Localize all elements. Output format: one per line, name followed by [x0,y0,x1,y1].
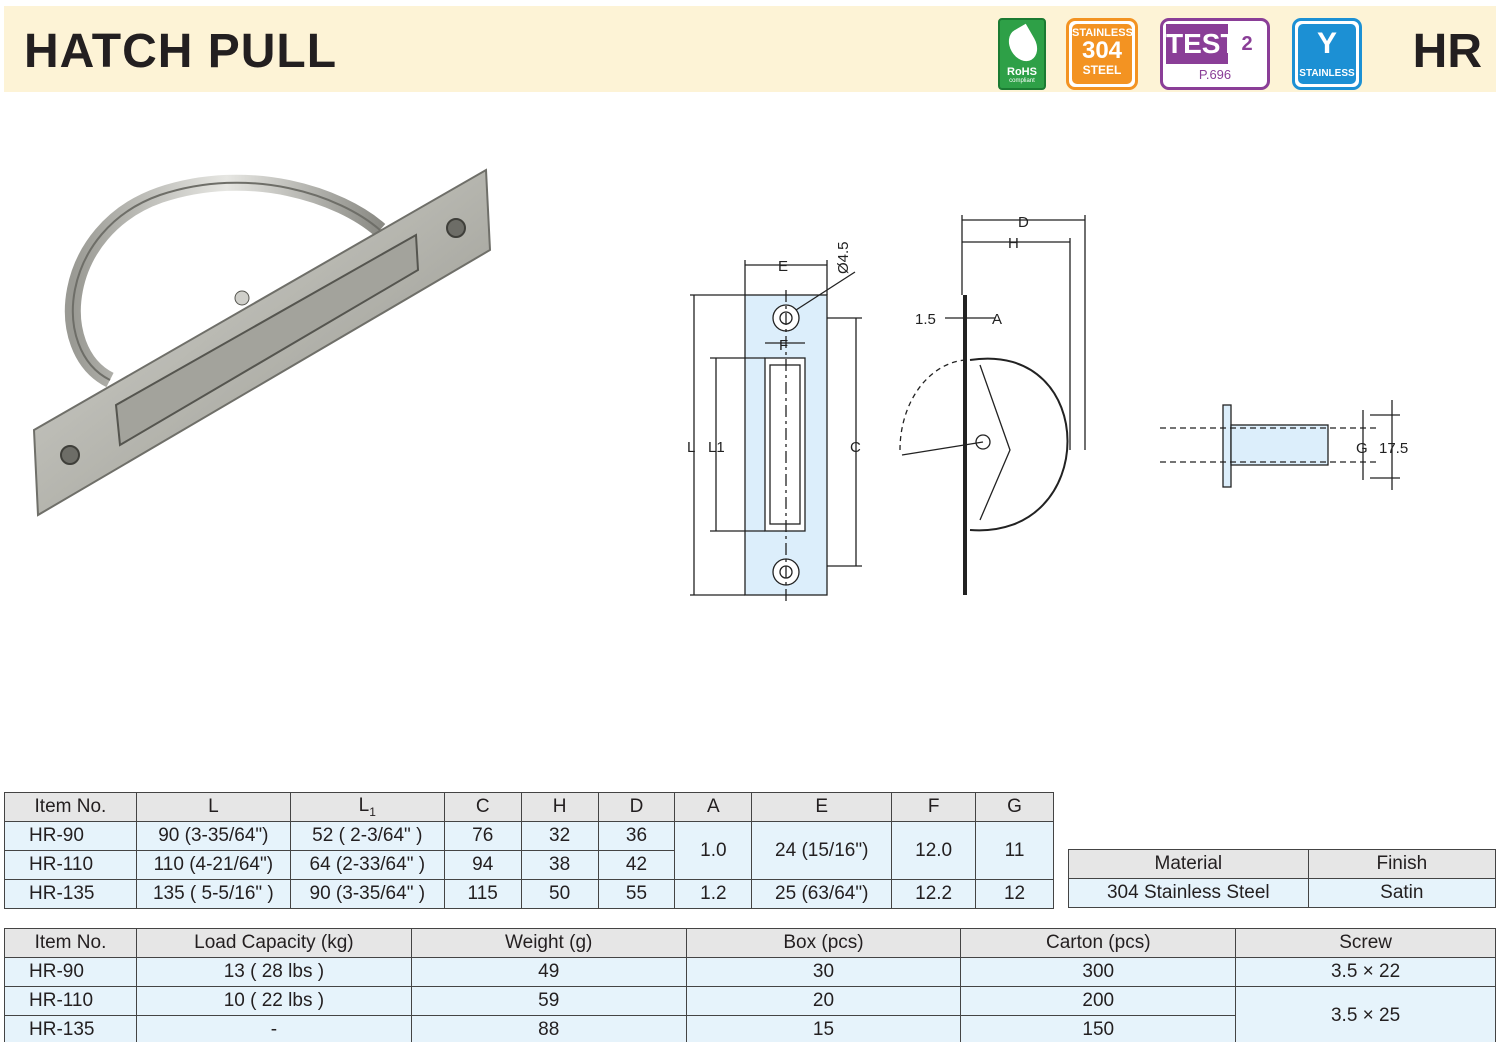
dim-label-width: 17.5 [1379,440,1408,457]
col-box: Box (pcs) [685,928,962,958]
screw-hole-bottom [60,445,80,465]
rohs-badge: RoHS compliant [998,18,1046,90]
col-l1: L1 [289,792,445,822]
table-row: HR-90 13 ( 28 lbs ) 49 30 300 3.5 × 22 [4,957,1496,987]
col-e: E [751,792,893,822]
test-number: 2 [1241,33,1253,55]
col-finish: Finish [1307,849,1496,879]
product-photo [32,168,492,517]
recess [114,233,420,447]
badge-304-bottom: STEEL [1082,63,1122,77]
technical-drawing: E Ø4.5 F L L1 C D H 1.5 A G 17.5 [687,214,1408,602]
col-f: F [891,792,977,822]
col-carton: Carton (pcs) [960,928,1237,958]
specs-table: Item No. Load Capacity (kg) Weight (g) B… [4,928,1496,1042]
material-table: Material Finish 304 Stainless Steel Sati… [1068,849,1496,908]
test-badge[interactable]: TEST 2 P.696 [1160,18,1270,90]
end-plate [1222,404,1232,488]
col-item: Item No. [4,928,137,958]
col-screw: Screw [1235,928,1496,958]
table-row: 304 Stainless Steel Satin [1068,878,1496,908]
dim-label-h: H [1008,235,1019,252]
table-row: HR-90 90 (3-35/64") 52 ( 2-3/64" ) 76 32… [4,821,1054,880]
col-g: G [975,792,1054,822]
product-code: HR [1412,25,1482,78]
col-h: H [520,792,599,822]
col-d: D [597,792,676,822]
col-weight: Weight (g) [410,928,687,958]
col-l: L [135,792,291,822]
col-a: A [674,792,753,822]
dim-label-l: L [687,439,695,456]
dim-label-d: D [1018,214,1029,231]
stainless-screw-badge: Y STAINLESS [1292,18,1362,90]
dim-label-thickness: 1.5 [915,311,936,328]
header-bar: HATCH PULL RoHS compliant STAINLESS 304 … [4,6,1496,92]
dim-label-c: C [850,439,861,456]
rohs-sub-label: compliant [1009,78,1035,84]
dim-label-f: F [779,337,788,354]
front-slot [764,357,806,532]
dim-label-a: A [992,311,1002,328]
dim-label-e: E [778,258,788,275]
rohs-label: RoHS [1007,66,1037,78]
col-item: Item No. [4,792,137,822]
screw-icon: Y [1316,27,1337,60]
table-row: HR-110 110 (4-21/64") 64 (2-33/64" ) 94 … [4,850,1054,880]
side-ring [969,357,1069,532]
table-row: HR-135 135 ( 5-5/16" ) 90 (3-35/64" ) 11… [4,879,1054,909]
dim-label-g: G [1356,440,1368,457]
dim-label-hole: Ø4.5 [835,241,852,274]
test-page-ref: P.696 [1198,67,1232,82]
dim-label-l1: L1 [708,439,725,456]
screw-hole-top [446,218,466,238]
badge-304-top: STAINLESS [1072,27,1133,39]
badge-304-number: 304 [1081,37,1123,64]
stainless-label: STAINLESS [1299,68,1355,79]
col-load: Load Capacity (kg) [135,928,412,958]
table-row: HR-110 10 ( 22 lbs ) 59 20 200 3.5 × 25 [4,986,1496,1042]
col-c: C [443,792,522,822]
stainless-304-badge: STAINLESS 304 STEEL [1066,18,1138,90]
leaf-icon [1003,23,1043,67]
table-row: HR-135 - 88 15 150 [4,1015,1496,1042]
page-title: HATCH PULL [24,25,338,78]
end-body [1230,424,1329,466]
col-material: Material [1068,849,1309,879]
test-label: TEST [1166,24,1238,64]
dimensions-table: Item No. L L1 C H D A E F G HR-90 90 (3-… [4,792,1054,909]
